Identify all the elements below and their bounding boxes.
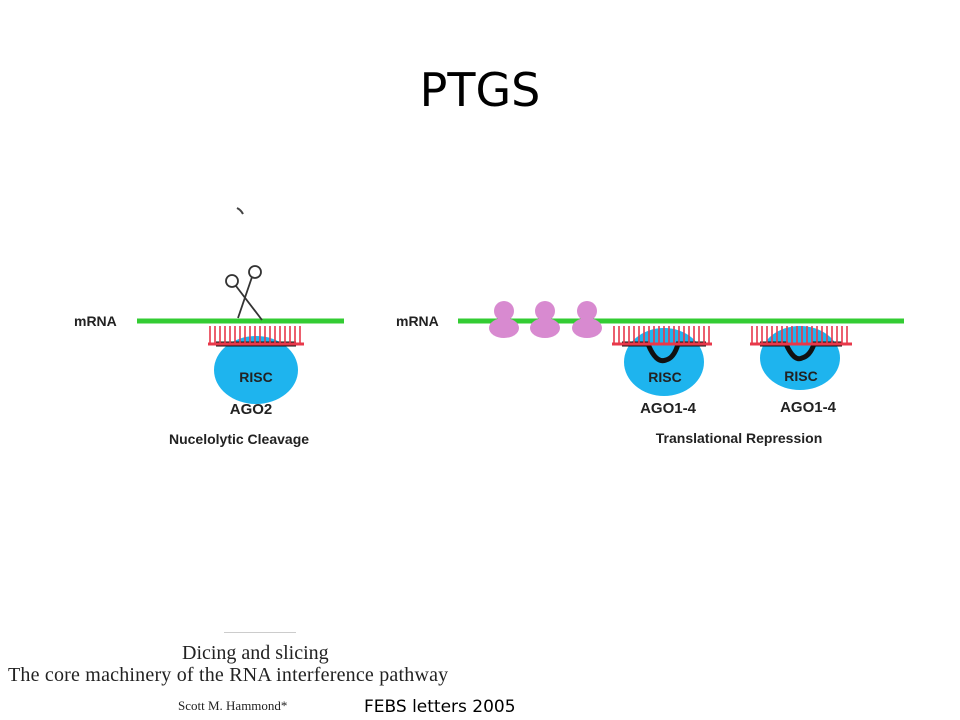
divider-line [224,632,296,633]
right-risc-label-1: RISC [648,369,681,385]
right-guide-strand-1 [622,341,706,364]
slide-title: PTGS [419,63,541,117]
reference-subtitle: The core machinery of the RNA interferen… [8,664,449,686]
reference-author: Scott M. Hammond* [178,698,288,713]
reference-title: Dicing and slicing [182,642,329,664]
right-ago-label-1: AGO1-4 [640,400,697,417]
ribosome [530,301,560,338]
right-base-pairs-1 [613,326,710,344]
stray-mark [236,207,244,215]
right-mrna-label: mRNA [396,313,439,329]
right-base-pairs-2 [751,326,848,344]
right-ago-label-2: AGO1-4 [780,399,837,416]
left-ago-label: AGO2 [230,401,273,418]
left-risc-ellipse [214,336,298,404]
right-mechanism-label: Translational Repression [656,430,823,446]
right-guide-strand-2 [760,341,842,362]
ribosome [489,301,519,338]
left-risc-label: RISC [239,369,272,385]
journal-citation: FEBS letters 2005 [364,697,516,717]
left-mrna-label: mRNA [74,313,117,329]
ribosome [572,301,602,338]
left-base-pairs [209,326,301,344]
right-risc-label-2: RISC [784,368,817,384]
left-mechanism-label: Nucelolytic Cleavage [169,431,309,447]
scissors-icon [225,265,263,321]
